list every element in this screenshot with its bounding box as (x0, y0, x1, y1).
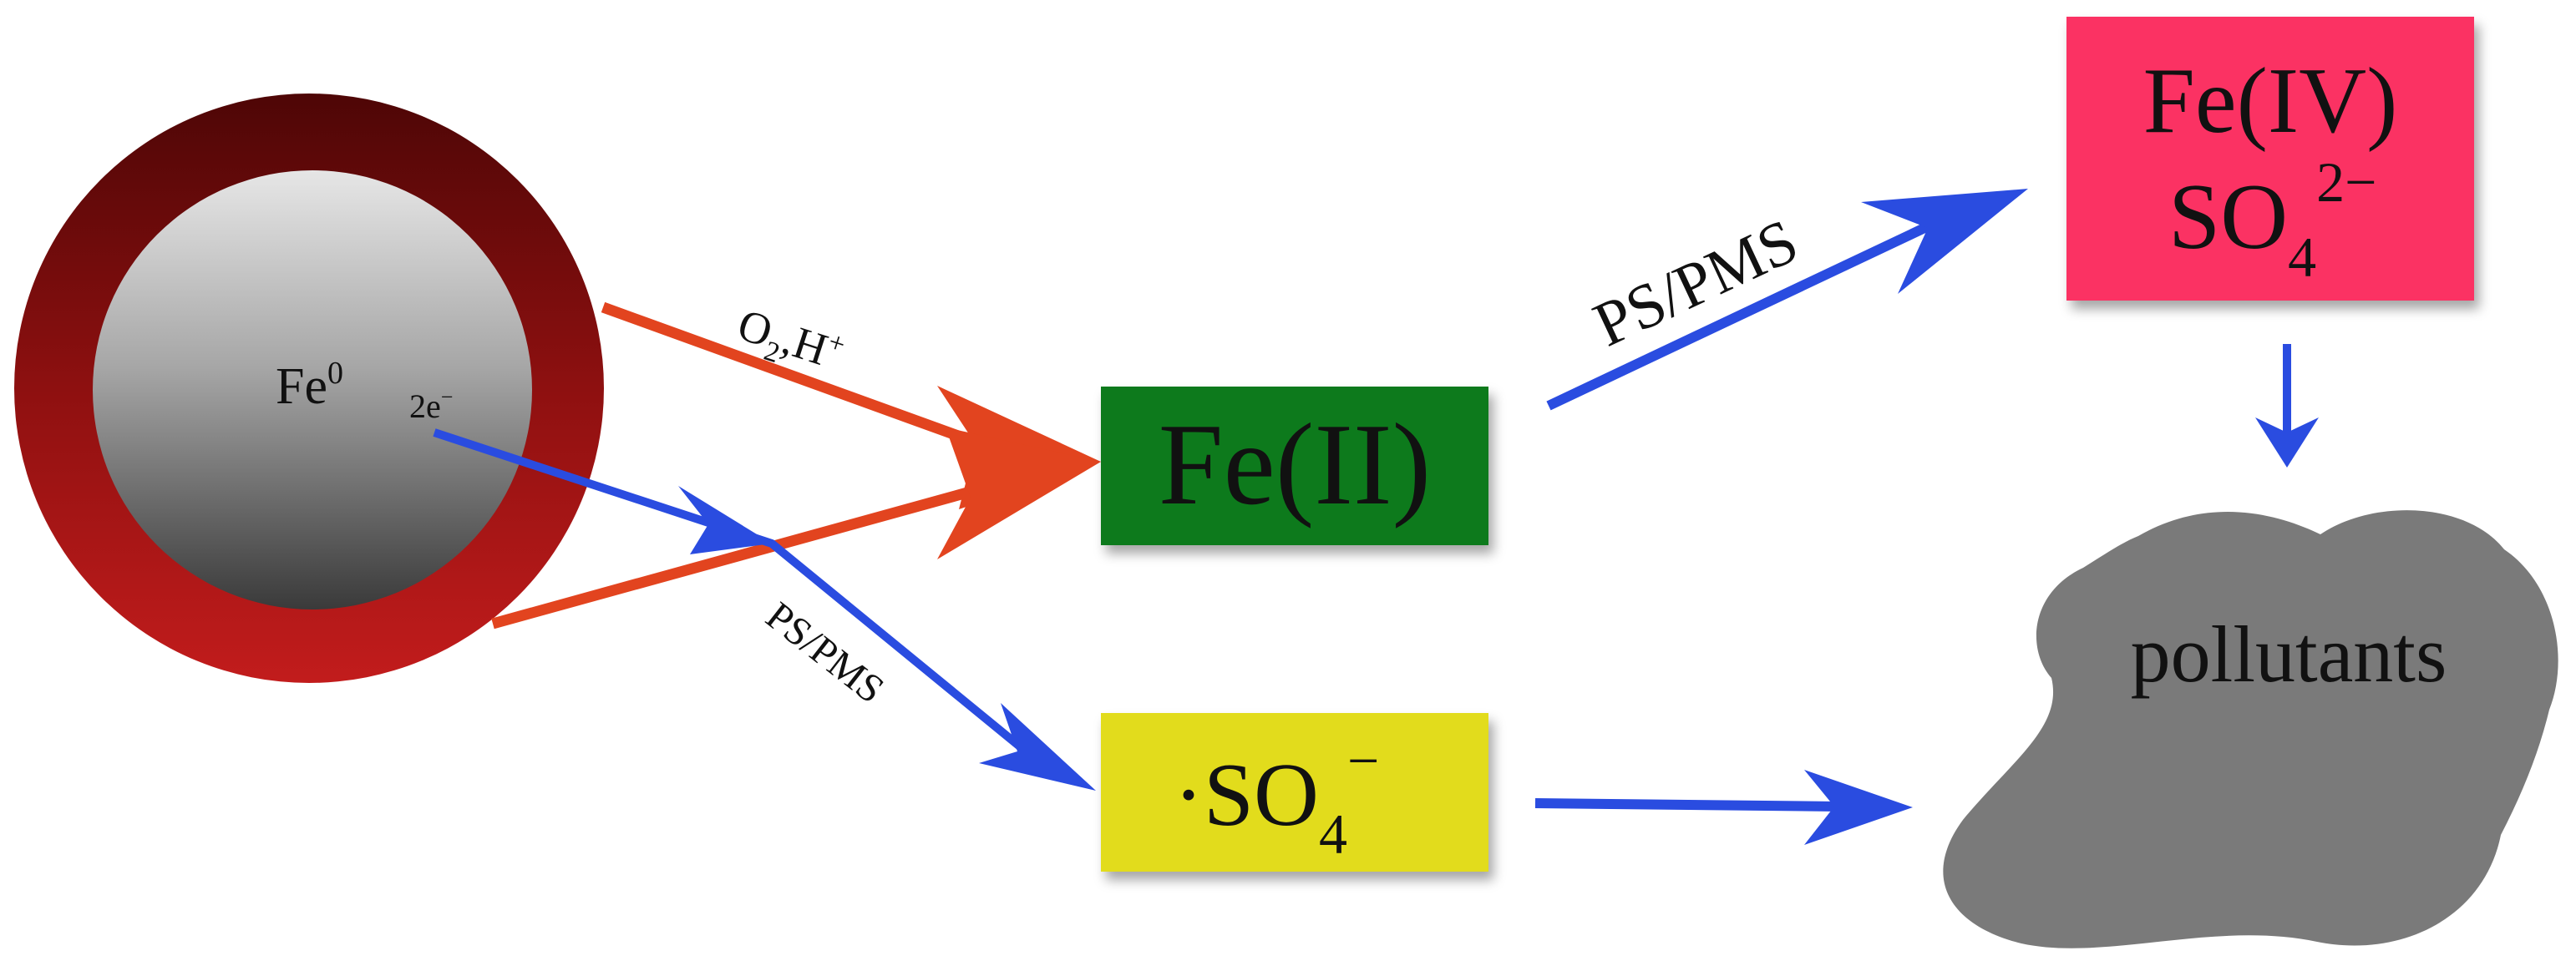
red-arrow-lower-shaft (491, 476, 1008, 630)
fe0-particle: Fe0 2e− (14, 94, 604, 683)
fe4-line2: SO42− (2168, 150, 2377, 289)
fe4-to-pollutants-arrow (2255, 344, 2319, 468)
pollutants-shape (1943, 510, 2558, 948)
pollutants-blob: pollutants (1943, 510, 2558, 948)
sulfate-radical-box: ·SO4− (1101, 713, 1488, 872)
blue-arrow-lower-head (979, 703, 1096, 791)
sulfate-radical-label: ·SO4− (1174, 729, 1379, 866)
radical-to-pollutants-arrow (1534, 770, 1913, 845)
red-arrow-lower-head (937, 427, 1101, 559)
red-arrow-upper-shaft (601, 301, 1009, 459)
fe4-line1: Fe(IV) (2143, 49, 2398, 153)
fe0-core (93, 170, 532, 609)
blue-arrow-mid-head (678, 486, 772, 554)
sulfate-radical-box-bg (1101, 713, 1488, 872)
blue-arrow-upper-shaft (1546, 209, 1957, 411)
ps-pms-lower-label: PS/PMS (758, 594, 892, 712)
blue-arrow-upper-head (1861, 189, 2028, 294)
electron-label: 2e− (409, 385, 453, 425)
fe2-label: Fe(II) (1159, 400, 1431, 529)
blue-arrow-horizontal-shaft (1534, 798, 1838, 812)
pollutants-label: pollutants (2131, 609, 2447, 699)
fe2-box-bg (1101, 387, 1488, 545)
fe0-label: Fe0 (276, 356, 343, 415)
blue-arrow-vertical-head (2255, 417, 2319, 468)
fe2-to-fe4-arrow: PS/PMS (1546, 189, 2028, 411)
fe4-box: Fe(IV) SO42− (2066, 17, 2474, 301)
fe4-box-bg (2066, 17, 2474, 301)
fe2-box: Fe(II) (1101, 387, 1488, 545)
blue-arrow-horizontal-head (1804, 770, 1913, 845)
